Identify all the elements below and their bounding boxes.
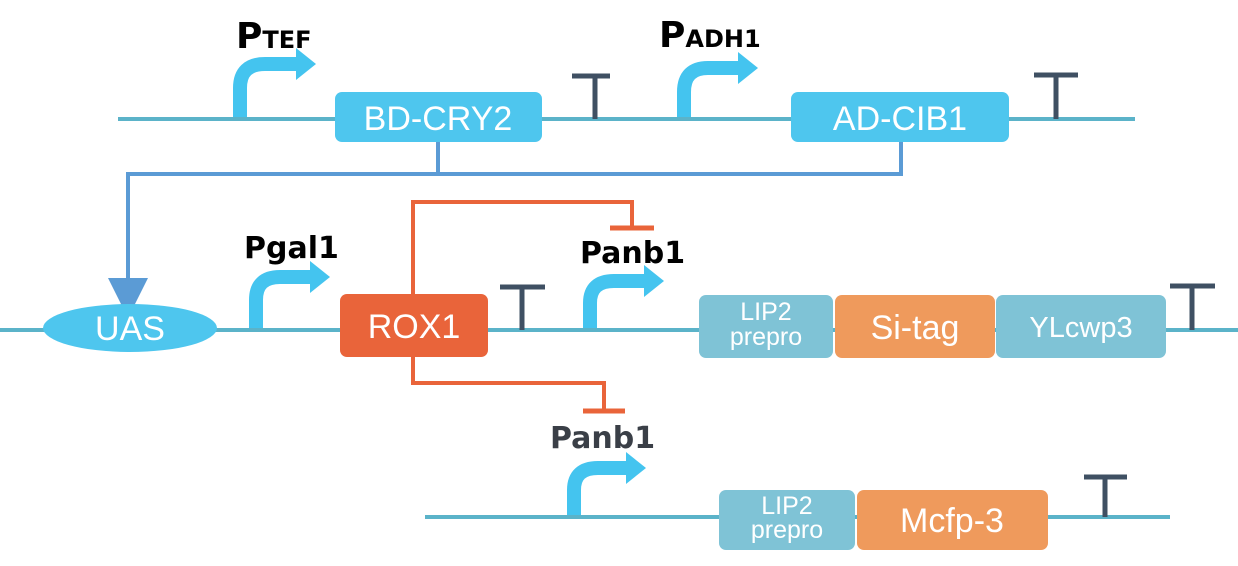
promoter-label-ptef: PTEF xyxy=(236,16,312,57)
terminator-icon xyxy=(572,73,610,119)
gene-label-bd-cry2: BD-CRY2 xyxy=(364,100,513,138)
gene-label-si-tag: Si-tag xyxy=(871,309,960,347)
gene-label-rox1: ROX1 xyxy=(368,308,461,346)
promoter-label-pgal1: Pgal1 xyxy=(244,231,339,266)
promoter-label-sub: TEF xyxy=(262,26,311,54)
gene-label-ylcwp3: YLcwp3 xyxy=(1029,312,1132,344)
promoter-arrowhead-icon xyxy=(310,261,330,293)
promoter-label-padh1: PADH1 xyxy=(659,15,761,56)
promoter-arrow-icon xyxy=(677,61,742,117)
promoter-arrowhead-icon xyxy=(738,52,758,84)
gene-box-lip2-prepro: LIP2 prepro xyxy=(719,490,855,550)
activation-connector xyxy=(108,142,903,318)
promoter-arrow-icon xyxy=(249,270,314,328)
promoter-arrowhead-icon xyxy=(644,265,664,297)
promoter-label-main: P xyxy=(236,16,262,57)
promoter-arrow-icon xyxy=(233,57,300,117)
promoter-arrow-icon xyxy=(567,461,630,515)
gene-box-bd-cry2: BD-CRY2 xyxy=(335,92,542,142)
terminator-icon xyxy=(500,284,545,330)
uas-element: UAS xyxy=(43,304,217,352)
terminator-icon xyxy=(1170,283,1215,330)
gene-box-mcfp-3: Mcfp-3 xyxy=(857,490,1048,550)
gene-label-lip2: LIP2 xyxy=(740,298,791,326)
promoter-pgal1: Pgal1 xyxy=(244,231,339,328)
promoter-label-sub: ADH1 xyxy=(685,25,760,53)
gene-box-ad-cib1: AD-CIB1 xyxy=(791,92,1009,142)
gene-label-prepro: prepro xyxy=(730,323,802,351)
promoter-arrowhead-icon xyxy=(626,452,646,484)
promoter-arrow-icon xyxy=(583,274,648,328)
uas-label: UAS xyxy=(95,310,165,348)
promoter-padh1: PADH1 xyxy=(659,15,761,117)
repression-connector-bottom xyxy=(411,357,625,414)
promoter-ptef: PTEF xyxy=(233,16,316,117)
terminator-icon xyxy=(1084,474,1127,517)
gene-box-rox1: ROX1 xyxy=(340,294,488,357)
promoter-panb1-middle: Panb1 xyxy=(580,236,685,328)
gene-label-mcfp-3: Mcfp-3 xyxy=(900,502,1004,540)
gene-label-ad-cib1: AD-CIB1 xyxy=(833,100,967,138)
gene-box-si-tag: Si-tag xyxy=(835,295,995,358)
gene-box-lip2-prepro: LIP2 prepro xyxy=(699,295,833,358)
promoter-label-panb1: Panb1 xyxy=(550,421,655,456)
promoter-label-panb1: Panb1 xyxy=(580,236,685,271)
promoter-panb1-bottom: Panb1 xyxy=(550,421,655,515)
terminator-icon xyxy=(1034,72,1078,119)
repression-connector-top xyxy=(411,200,654,294)
promoter-label-main: P xyxy=(659,15,685,56)
promoter-arrowhead-icon xyxy=(296,48,316,80)
gene-label-lip2: LIP2 xyxy=(761,492,812,520)
gene-label-prepro: prepro xyxy=(751,516,823,544)
gene-box-ylcwp3: YLcwp3 xyxy=(996,295,1166,358)
